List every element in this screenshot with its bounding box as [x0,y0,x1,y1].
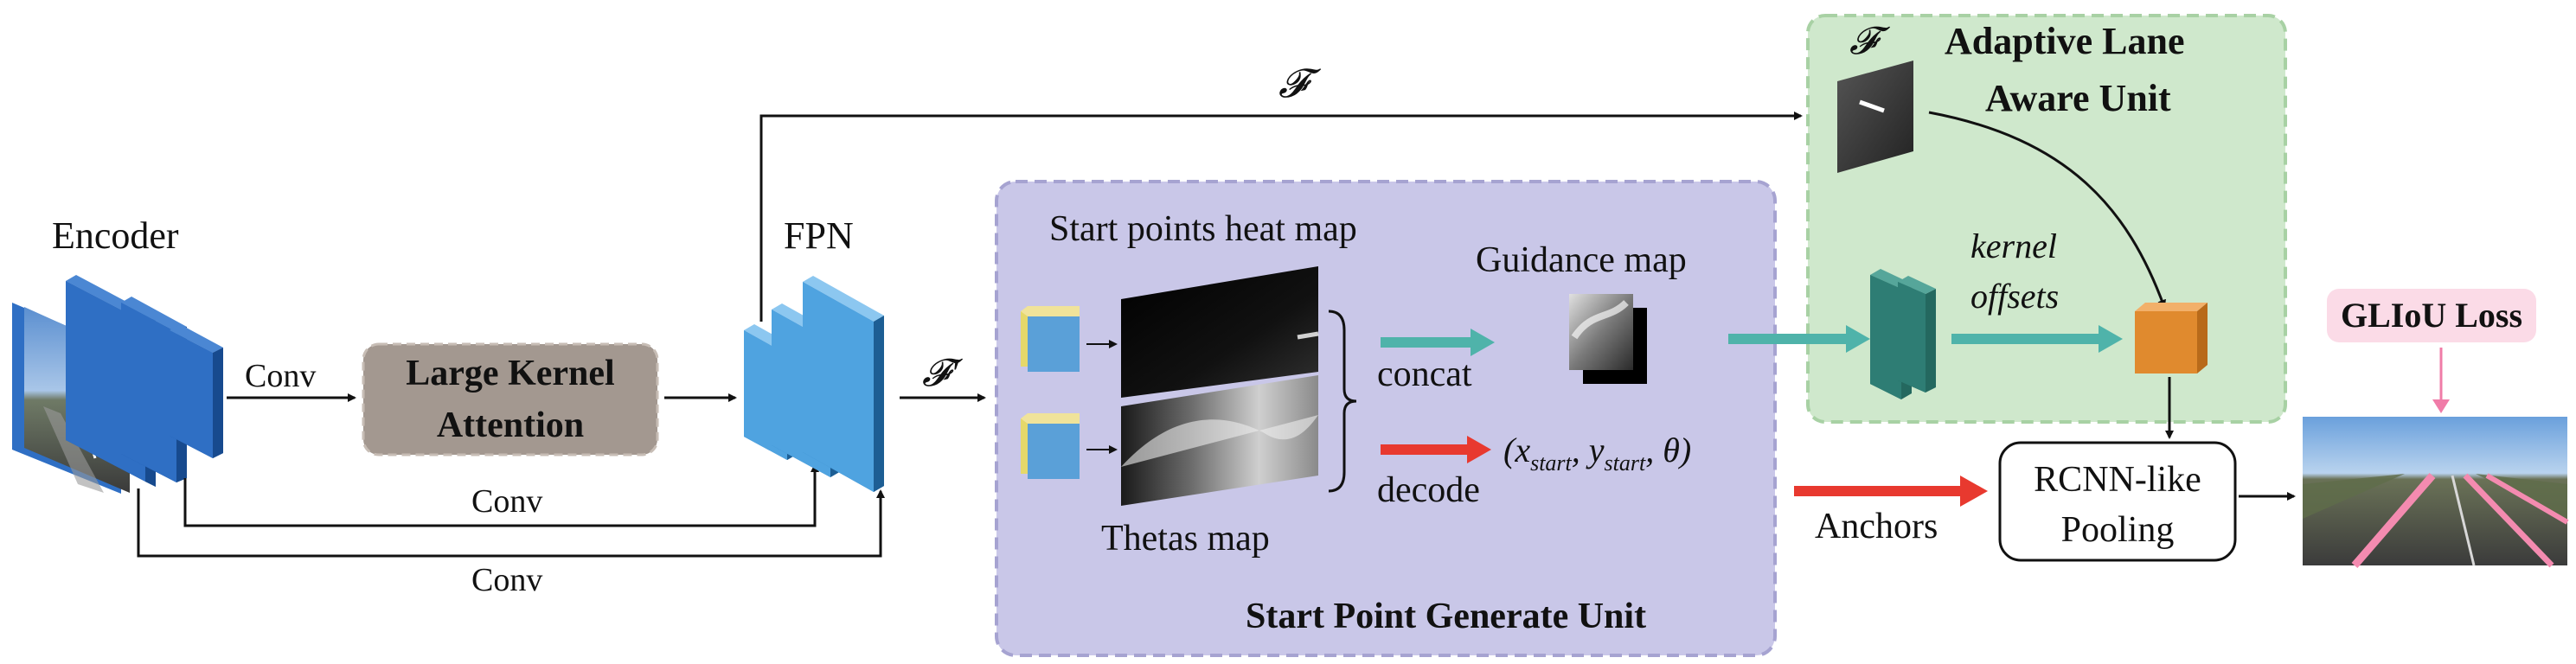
heatmap-title: Start points heat map [1049,209,1357,249]
conv-label-bottom: Conv [471,562,542,598]
decode-output: (xstart, ystart, θ) [1503,431,1691,476]
kernel-label-1: kernel [1970,227,2057,265]
arrow-feature-to-offset [1928,111,2166,309]
f-prime-symbol: 𝓕′ [922,352,964,394]
adaptive-unit-title-1: Adaptive Lane [1945,20,2184,62]
kernel-label-2: offsets [1970,277,2059,316]
fpn-blocks [744,276,884,492]
lka-line-1: Large Kernel [406,354,614,393]
anchors-label: Anchors [1815,507,1938,546]
start-point-unit-title: Start Point Generate Unit [1246,597,1646,636]
thetas-map-title: Thetas map [1101,519,1270,559]
rcnn-pooling-box: RCNN-like Pooling [1998,441,2237,562]
skip-conv-1 [183,463,819,527]
offset-conv-blocks [1870,269,1936,399]
lka-line-2: Attention [437,405,584,445]
heatmap-head-cube [1021,306,1080,372]
arrow-fpn-to-adaptive [759,112,1803,322]
offset-output-cube [2135,303,2208,374]
concat-label: concat [1377,354,1472,394]
conv-label-mid: Conv [471,483,542,520]
theta-head-cube [1021,413,1080,479]
gliou-loss-badge: GLIoU Loss [2327,289,2536,342]
conv-label-top: Conv [245,358,316,394]
large-kernel-attention-box: Large Kernel Attention [362,342,659,456]
rcnn-line-2: Pooling [2061,510,2175,550]
f-symbol-top: 𝓕 [1278,61,1322,105]
gliou-label: GLIoU Loss [2341,296,2522,335]
adaptive-unit-title-2: Aware Unit [1985,77,2171,119]
encoder-blocks [66,275,223,487]
feature-map-image [1837,61,1913,173]
guidance-map-image [1569,294,1647,384]
rcnn-line-1: RCNN-like [2034,460,2201,500]
decode-label: decode [1377,470,1480,510]
concat-brace [1328,310,1357,493]
fpn-label: FPN [784,214,854,257]
heatmap-image [1121,266,1318,398]
output-road-image [2303,417,2569,568]
encoder-label: Encoder [52,214,179,257]
guidance-map-title: Guidance map [1476,240,1687,280]
skip-conv-2 [137,488,885,558]
